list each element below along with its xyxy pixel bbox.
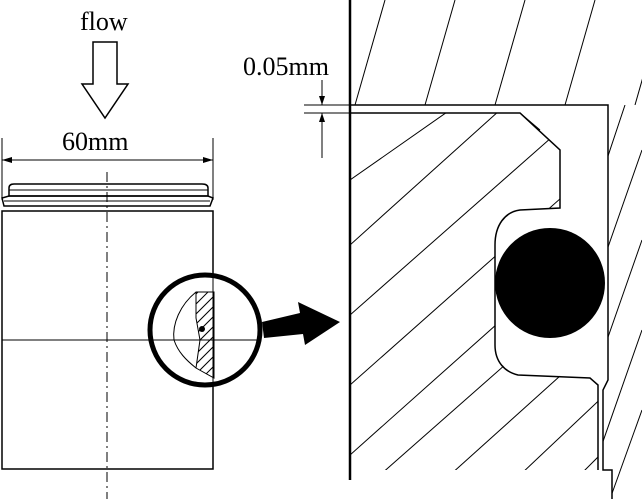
mini-o-ring-icon	[199, 326, 205, 332]
gap-dimension	[304, 80, 350, 158]
cylinder-body	[1, 172, 214, 499]
detail-circle	[147, 272, 263, 388]
upper-housing-hatch	[354, 0, 642, 105]
width-dimension-line	[1, 138, 214, 200]
o-ring-icon	[495, 228, 605, 338]
housing-outline	[350, 104, 613, 499]
plug-outline	[350, 112, 599, 470]
down-arrow-icon	[80, 41, 130, 120]
groove-line	[519, 112, 541, 131]
width-label: 60mm	[62, 127, 128, 156]
gap-label: 0.05mm	[243, 52, 329, 81]
flow-label: flow	[80, 7, 128, 36]
right-arrow-icon	[262, 302, 340, 345]
right-housing-hatch	[603, 105, 642, 499]
